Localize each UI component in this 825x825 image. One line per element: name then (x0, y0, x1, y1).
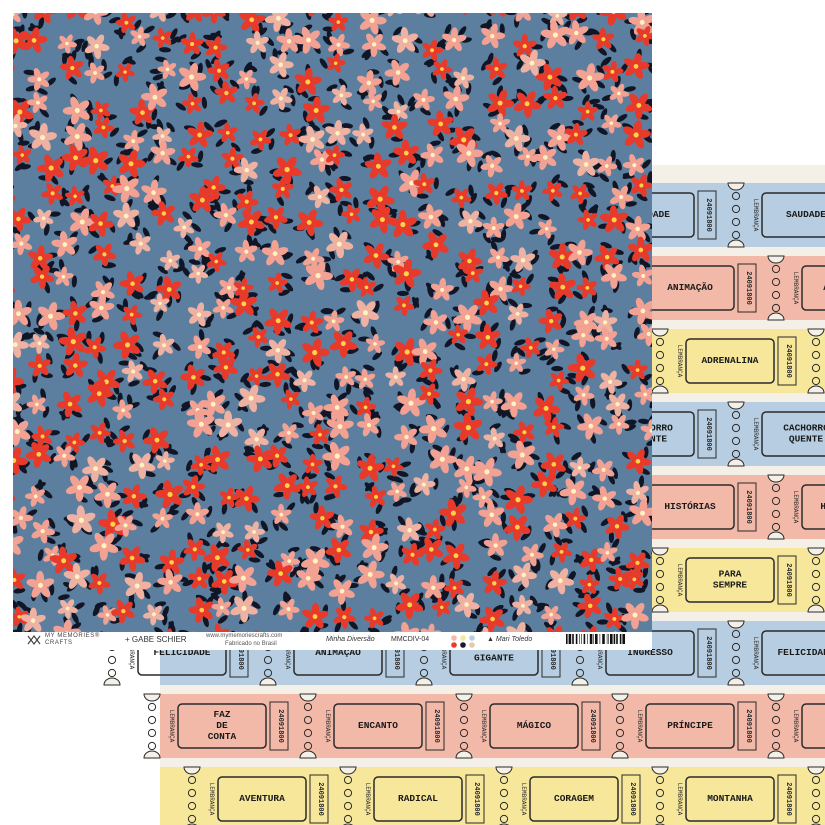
ticket-label: PRÍNCIPE (667, 720, 713, 731)
ticket-stub-text: LEMBRANÇA (128, 637, 135, 670)
ticket-stub-text: LEMBRANÇA (752, 418, 759, 451)
ticket-stub-text: LEMBRANÇA (792, 710, 799, 743)
ticket-label: HISTÓRIAS (664, 501, 716, 512)
ticket-code: 24091800 (472, 782, 480, 816)
ticket-label: AVENTURA (239, 793, 285, 804)
ticket-label: ENCANTO (358, 720, 398, 731)
ticket-stub-text: LEMBRANÇA (752, 199, 759, 232)
ticket-label: HISTÓRIAS (820, 501, 825, 512)
artist-name: Mari Toledo (495, 636, 533, 643)
artist-signature: ▲ Mari Toledo (487, 636, 532, 643)
ticket-label: QUENTE (789, 434, 824, 445)
ticket-stub-text: LEMBRANÇA (208, 783, 215, 816)
ticket-label: ANIMAÇÃO (667, 282, 713, 293)
ticket-stub-text: LEMBRANÇA (284, 637, 291, 670)
ticket-stub-text: LEMBRANÇA (636, 710, 643, 743)
ticket-code: 24091800 (276, 709, 284, 743)
ticket-code: 24091800 (744, 490, 752, 524)
brand-logo-icon (27, 635, 41, 645)
ticket-stub-text: LEMBRANÇA (676, 564, 683, 597)
collab-name: + GABE SCHIER (125, 635, 187, 644)
flowers (13, 13, 652, 632)
ticket-stub-text: LEMBRANÇA (792, 272, 799, 305)
ticket-label: CACHORRO (783, 423, 825, 434)
color-dot (469, 642, 475, 648)
ticket-label: MONTANHA (707, 793, 753, 804)
ticket-stub-text: LEMBRANÇA (676, 783, 683, 816)
ticket-code: 24091800 (316, 782, 324, 816)
ticket-label: SAUDADE (786, 209, 825, 220)
color-dot (451, 635, 457, 641)
paper-footer: MY MEMORIES® CRAFTS + GABE SCHIER www.my… (13, 632, 652, 650)
ticket-label: RADICAL (398, 793, 438, 804)
brand-sub: CRAFTS (45, 640, 73, 646)
ticket-code: 24091800 (784, 782, 792, 816)
ticket-label: PARA (719, 569, 742, 580)
ticket-label: SEMPRE (713, 580, 748, 591)
color-dot (460, 635, 466, 641)
ticket-stub-text: LEMBRANÇA (676, 345, 683, 378)
floral-pattern (13, 13, 652, 632)
color-swatches (451, 635, 475, 648)
cat-icon: ▲ (487, 636, 494, 643)
ticket-code: 24091800 (704, 636, 712, 670)
barcode (566, 634, 625, 644)
ticket-label: ADRENALINA (701, 355, 758, 366)
floral-paper: MY MEMORIES® CRAFTS + GABE SCHIER www.my… (13, 13, 652, 650)
color-dot (460, 642, 466, 648)
brand-logo: MY MEMORIES® CRAFTS (27, 633, 100, 647)
ticket-label: DE (216, 720, 228, 731)
collection-name: Minha Diversão (326, 636, 375, 643)
website: www.mymemoriescrafts.com (206, 633, 283, 639)
ticket-code: 24091800 (236, 636, 244, 670)
ticket-label: CONTA (208, 731, 237, 742)
ticket-stub-text: LEMBRANÇA (324, 710, 331, 743)
ticket-code: 24091800 (784, 563, 792, 597)
ticket-code: 24091800 (704, 417, 712, 451)
ticket-stub-text: LEMBRANÇA (440, 637, 447, 670)
ticket-code: 24091800 (704, 198, 712, 232)
product-code: MMCDIV-04 (391, 636, 430, 643)
ticket-stub-text: LEMBRANÇA (792, 491, 799, 524)
ticket-code: 24091800 (548, 636, 556, 670)
ticket-code: 24091800 (744, 271, 752, 305)
ticket-stub-text: LEMBRANÇA (596, 637, 603, 670)
ticket-stub-text: LEMBRANÇA (364, 783, 371, 816)
ticket-label: CORAGEM (554, 793, 594, 804)
brand-name: MY MEMORIES® (45, 633, 100, 639)
ticket-code: 24091800 (628, 782, 636, 816)
ticket-label: MÁGICO (517, 720, 552, 731)
made-in: Fabricado no Brasil (225, 641, 277, 647)
ticket-label: FELICIDADE (153, 647, 210, 658)
color-dot (469, 635, 475, 641)
ticket-stub-text: LEMBRANÇA (168, 710, 175, 743)
ticket-code: 24091800 (588, 709, 596, 743)
ticket-row: LEMBRANÇA 24091800 AVENTURA LEMBRANÇA 240918… (160, 766, 825, 825)
ticket-label: FELICIDADE (777, 647, 825, 658)
ticket-label: GIGANTE (474, 653, 514, 664)
ticket-label: ANIMAÇÃO (823, 282, 825, 293)
color-dot (451, 642, 457, 648)
ticket-label: FAZ (213, 709, 230, 720)
ticket-code: 24091800 (392, 636, 400, 670)
ticket-stub-text: LEMBRANÇA (480, 710, 487, 743)
ticket-label: INGRESSO (627, 647, 673, 658)
ticket-stub-text: LEMBRANÇA (520, 783, 527, 816)
ticket-code: 24091800 (744, 709, 752, 743)
ticket-label: ANIMAÇÃO (315, 647, 361, 658)
ticket-code: 24091800 (784, 344, 792, 378)
ticket-code: 24091800 (432, 709, 440, 743)
ticket-stub-text: LEMBRANÇA (752, 637, 759, 670)
